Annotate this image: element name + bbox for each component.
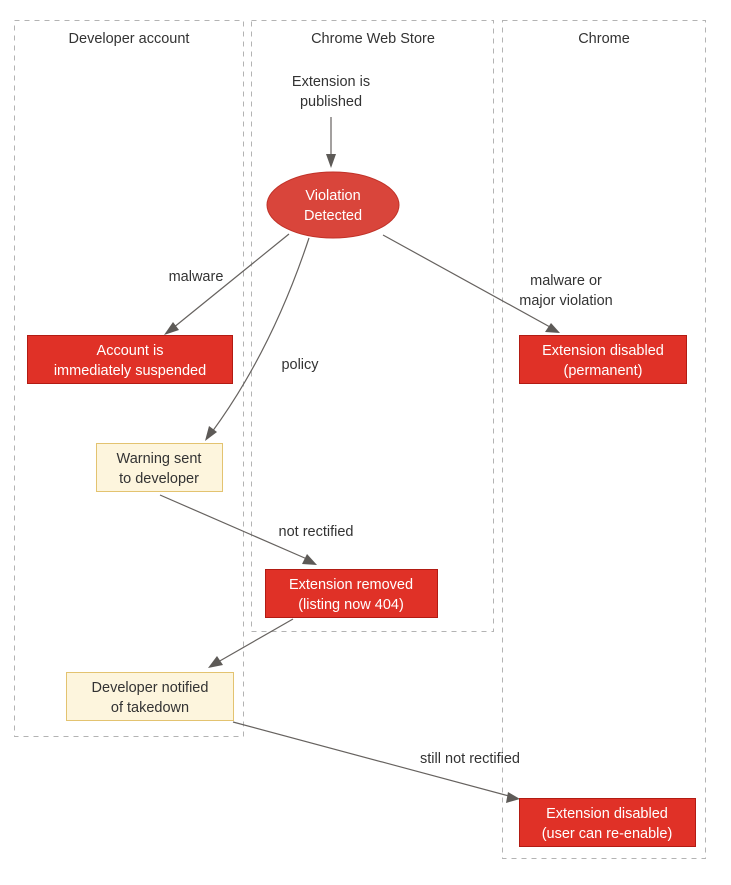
edge-violation-to-disabled-permanent: malware or major violation xyxy=(382,234,613,333)
node-developer-notified-line1: Developer notified xyxy=(92,680,209,696)
node-violation-detected-line2: Detected xyxy=(304,208,362,224)
node-extension-disabled-permanent[interactable]: Extension disabled (permanent) xyxy=(519,335,687,384)
lane-chrome-web-store-title: Chrome Web Store xyxy=(311,31,435,47)
edge-removed-to-notified xyxy=(208,618,294,668)
lane-developer-account-title: Developer account xyxy=(69,31,190,47)
arrow-head-icon xyxy=(205,426,217,441)
node-warning-sent-line1: Warning sent xyxy=(117,451,202,467)
node-extension-removed-line2: (listing now 404) xyxy=(298,597,404,613)
node-extension-disabled-reenable[interactable]: Extension disabled (user can re-enable) xyxy=(519,798,696,847)
node-account-suspended-line2: immediately suspended xyxy=(54,363,206,379)
edge-published-to-violation xyxy=(326,117,336,168)
node-warning-sent[interactable]: Warning sent to developer xyxy=(96,443,223,492)
lane-chrome-web-store: Chrome Web Store xyxy=(251,20,494,632)
arrow-head-icon xyxy=(506,792,520,803)
extension-published-line1: Extension is xyxy=(292,74,370,90)
lane-chrome: Chrome xyxy=(502,20,706,859)
edge-label-not-rectified: not rectified xyxy=(279,524,354,540)
node-developer-notified-shape[interactable] xyxy=(66,672,234,721)
node-extension-removed-line1: Extension removed xyxy=(289,577,413,593)
node-violation-detected[interactable]: Violation Detected xyxy=(266,171,400,239)
node-developer-notified[interactable]: Developer notified of takedown xyxy=(66,672,234,721)
node-developer-notified-line2: of takedown xyxy=(111,700,189,716)
edge-warning-to-removed: not rectified xyxy=(159,494,354,565)
node-violation-detected-line1: Violation xyxy=(305,188,360,204)
lane-chrome-web-store-box xyxy=(251,20,494,632)
arrow-head-icon xyxy=(545,323,560,333)
lane-chrome-title: Chrome xyxy=(578,31,630,47)
lane-developer-account: Developer account xyxy=(14,20,244,737)
extension-published-line2: published xyxy=(300,94,362,110)
node-extension-disabled-reenable-line2: (user can re-enable) xyxy=(542,826,673,842)
free-text-extension-published: Extension is published xyxy=(292,74,370,110)
edge-label-malware-or-major-violation-line1: malware or xyxy=(530,273,602,289)
arrow-head-icon xyxy=(164,322,179,335)
node-extension-disabled-reenable-line1: Extension disabled xyxy=(546,806,668,822)
node-extension-disabled-reenable-shape[interactable] xyxy=(519,798,696,847)
arrow-head-icon xyxy=(208,656,223,668)
arrow-head-icon xyxy=(302,554,317,565)
node-account-suspended[interactable]: Account is immediately suspended xyxy=(27,335,233,384)
node-extension-disabled-permanent-line2: (permanent) xyxy=(564,363,643,379)
edge-violation-to-suspended: malware xyxy=(164,233,290,335)
node-extension-removed[interactable]: Extension removed (listing now 404) xyxy=(265,569,438,618)
lane-developer-account-box xyxy=(14,20,244,737)
node-warning-sent-shape[interactable] xyxy=(96,443,223,492)
node-extension-disabled-permanent-shape[interactable] xyxy=(519,335,687,384)
node-violation-detected-shape[interactable] xyxy=(266,171,400,239)
edge-notified-to-disabled-reenable: still not rectified xyxy=(232,721,520,803)
node-extension-disabled-permanent-line1: Extension disabled xyxy=(542,343,664,359)
edge-label-malware-or-major-violation-line2: major violation xyxy=(519,293,613,309)
edge-violation-to-warning: policy xyxy=(205,237,319,441)
edge-label-policy: policy xyxy=(281,357,319,373)
node-extension-removed-shape[interactable] xyxy=(265,569,438,618)
node-account-suspended-line1: Account is xyxy=(97,343,164,359)
edge-label-still-not-rectified: still not rectified xyxy=(420,751,520,767)
node-warning-sent-line2: to developer xyxy=(119,471,199,487)
arrow-head-icon xyxy=(326,154,336,168)
edge-label-malware: malware xyxy=(169,269,224,285)
node-account-suspended-shape[interactable] xyxy=(27,335,233,384)
lane-chrome-box xyxy=(502,20,706,859)
